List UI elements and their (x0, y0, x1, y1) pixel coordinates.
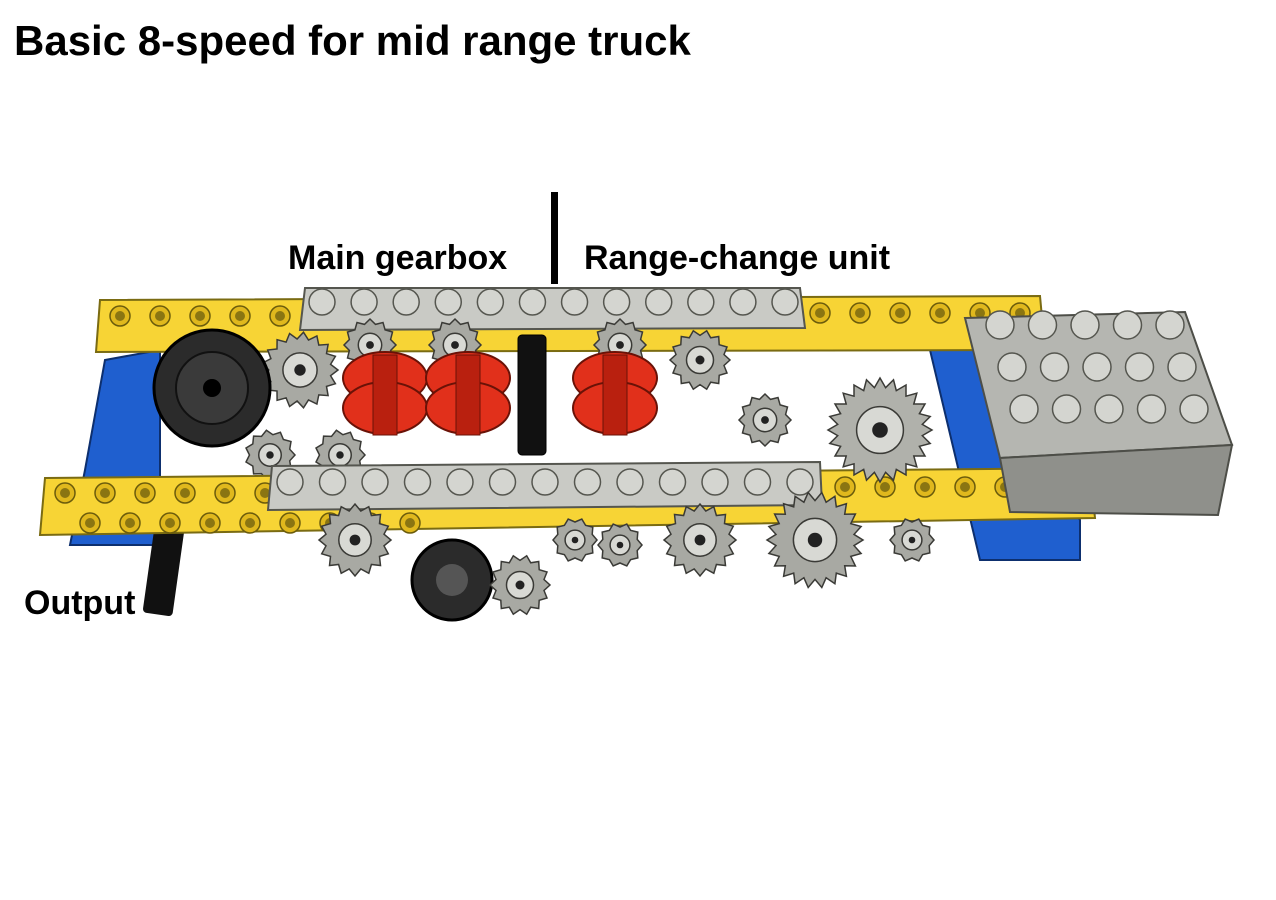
gear-back-4 (668, 329, 732, 391)
stud (1094, 394, 1124, 424)
gear-front-5 (765, 491, 865, 589)
gear-front-1 (488, 554, 552, 616)
gear-front-4 (662, 502, 738, 578)
gear-back-5 (737, 392, 793, 448)
stud (1167, 352, 1197, 382)
stud (446, 468, 474, 496)
stud (644, 288, 673, 316)
stud (276, 468, 304, 496)
stud (729, 288, 757, 316)
gray-beam-top (298, 287, 807, 332)
page-title: Basic 8-speed for mid range truck (14, 17, 691, 64)
stud (771, 288, 799, 316)
crown-gear-range (826, 376, 934, 484)
gear-front-3 (597, 523, 643, 567)
black-gear-large (152, 328, 272, 448)
stud (602, 288, 631, 316)
output-label: Output (24, 584, 136, 622)
stud (1155, 310, 1185, 340)
gear-front-6 (889, 518, 935, 562)
stud (531, 468, 559, 496)
stud (308, 288, 336, 316)
main-gearbox-label: Main gearbox (288, 239, 508, 277)
stud (488, 468, 517, 496)
axle-center (517, 334, 547, 456)
stud (434, 288, 463, 316)
stud (560, 288, 589, 316)
red-clutch-gear-2 (572, 351, 658, 436)
red-clutch-gear-1 (425, 351, 511, 436)
axle-output (143, 508, 187, 617)
stud (1179, 394, 1209, 424)
stud (1070, 310, 1100, 340)
stud (1039, 352, 1070, 382)
gray-beam-bottom (266, 460, 824, 512)
stud (743, 468, 772, 496)
range-change-unit-label: Range-change unit (584, 239, 891, 277)
red-clutch-gear-0 (342, 351, 428, 436)
gray-motor-block (963, 310, 1234, 517)
stud (1027, 310, 1058, 340)
stud (1124, 352, 1155, 382)
stud (687, 288, 715, 316)
stud (701, 468, 729, 496)
gear-back-0 (261, 330, 340, 410)
stud (392, 288, 420, 316)
stud (985, 310, 1015, 340)
stud (1009, 394, 1039, 424)
stud (616, 468, 644, 496)
stud (786, 468, 814, 496)
stud (573, 468, 602, 496)
black-gear-bottom (410, 538, 494, 622)
stud (350, 288, 378, 316)
stud (476, 288, 505, 316)
stud (1112, 310, 1143, 340)
stud (1136, 394, 1167, 424)
stud (518, 288, 547, 316)
stud (1051, 394, 1082, 424)
stud (1082, 352, 1112, 382)
section-divider (551, 192, 558, 284)
stud (403, 468, 432, 496)
stud (361, 468, 389, 496)
stud (997, 352, 1027, 382)
stud (658, 468, 687, 496)
gear-front-2 (552, 518, 598, 562)
gear-front-0 (317, 502, 393, 578)
stud (318, 468, 347, 496)
